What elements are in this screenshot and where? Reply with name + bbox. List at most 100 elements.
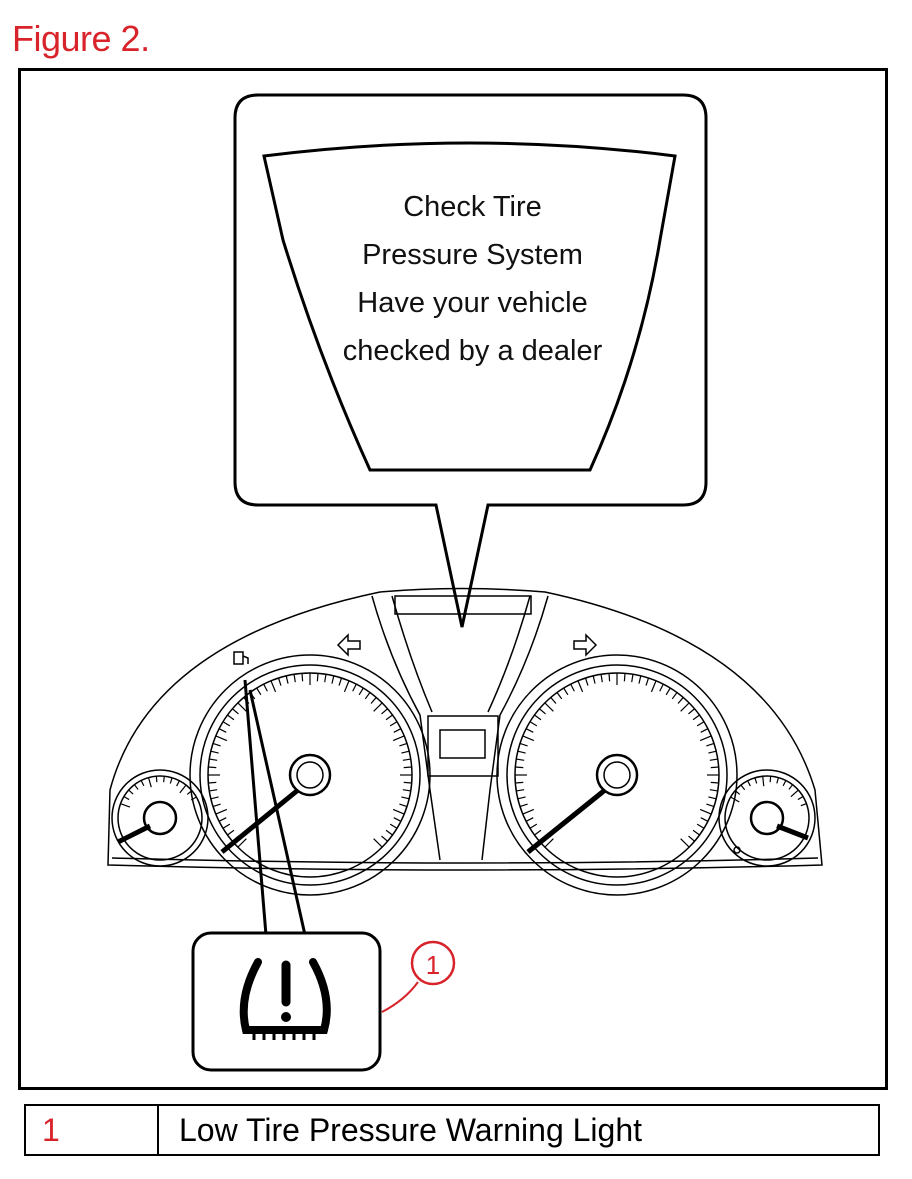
gauge-tick <box>519 803 528 808</box>
gauge-tick <box>700 728 709 733</box>
gauge-tick <box>517 750 526 754</box>
message-line-3: Have your vehicle <box>357 287 588 319</box>
left-turn-signal-icon <box>336 633 361 657</box>
gauge-tick <box>706 803 715 808</box>
gauge-tick <box>401 750 410 754</box>
gauge-tick <box>734 790 741 795</box>
gauge-tick <box>208 766 217 769</box>
gauge-tick <box>797 795 804 801</box>
gauge-tick <box>570 683 575 692</box>
display-screen <box>262 141 677 472</box>
gauge-tick <box>688 708 695 715</box>
gauge-tick <box>392 808 405 815</box>
gauge-tick-marks <box>120 673 807 848</box>
gauge-tick <box>677 697 684 704</box>
gauge-tick <box>692 714 700 721</box>
gauge-tick <box>747 780 751 787</box>
gauge-tick <box>762 776 765 787</box>
gauge-tick <box>128 789 134 795</box>
gauge-tick <box>522 808 535 815</box>
gauge-tick <box>237 702 247 712</box>
gauge-tick <box>120 803 131 808</box>
gauge-tick <box>215 735 228 742</box>
gauge-tick <box>123 795 130 801</box>
gauge-tick <box>163 776 165 783</box>
warning-leader-lines <box>243 679 307 936</box>
message-line-1: Check Tire <box>403 191 542 223</box>
gauge-tick <box>215 808 228 815</box>
gauge-tick <box>539 835 546 842</box>
gauge-tick <box>692 829 700 836</box>
gauge-tick <box>403 766 412 769</box>
gauge-tick <box>699 735 712 742</box>
gauge-tick <box>256 687 262 696</box>
callout-leader-line <box>381 981 419 1013</box>
gauge-tick <box>176 780 180 787</box>
gauge-tick <box>389 721 398 727</box>
callout-marker <box>410 940 456 986</box>
gauge-tick <box>608 673 611 682</box>
gauge-tick <box>525 728 534 733</box>
gauge-tick <box>659 683 664 692</box>
gauge-tick <box>708 796 717 800</box>
gauge-tick <box>358 687 364 696</box>
gauge-tick <box>147 777 152 788</box>
gauge-tick <box>385 714 393 721</box>
gauge-tick <box>645 677 650 686</box>
gauge-tick <box>373 702 383 712</box>
gauge-tick <box>227 714 235 721</box>
gauge-tick <box>218 728 227 733</box>
gauge-tick <box>696 823 705 829</box>
gauge-tick <box>534 829 542 836</box>
gauge-tick <box>169 777 173 784</box>
gauge-tick <box>600 674 603 683</box>
gauge-tick <box>577 680 584 693</box>
gauge-tick <box>270 680 277 693</box>
gauge-tick <box>285 675 289 684</box>
gauge-tick <box>392 735 405 742</box>
gauge-tick <box>232 708 239 715</box>
gauge-tick <box>592 675 596 684</box>
gauge-tick <box>544 838 554 848</box>
gauge-tick <box>186 790 193 795</box>
gauge-tick <box>790 789 799 798</box>
gauge-tick <box>263 683 268 692</box>
gauge-tick <box>399 803 408 808</box>
gauge-tick <box>709 758 718 761</box>
gauge-tick <box>343 680 350 693</box>
gauge-tick <box>709 789 718 792</box>
gauge-tick <box>208 781 217 784</box>
gauge-tick <box>403 781 412 784</box>
gauge-tick <box>227 829 235 836</box>
gauge-tick <box>393 728 402 733</box>
gauge-tick <box>190 796 197 801</box>
gauge-tick <box>402 758 411 761</box>
gauge-tick <box>155 776 158 783</box>
gauge-tick <box>212 803 221 808</box>
gauge-tick <box>680 702 690 712</box>
gauge-tick <box>556 692 563 700</box>
gauge-tick <box>293 674 296 683</box>
gauge-tick <box>301 673 304 682</box>
gauge-tick <box>401 796 410 800</box>
gauge-tick <box>706 742 715 747</box>
gauge-tick <box>534 714 542 721</box>
gauge-tick <box>544 702 554 712</box>
tire-pressure-warning-icon <box>239 958 331 1034</box>
gauge-tick <box>515 766 524 769</box>
gauge-tick <box>222 721 231 727</box>
gauge-tick <box>210 750 219 754</box>
message-line-2: Pressure System <box>362 239 583 271</box>
gauge-tick <box>399 742 408 747</box>
gauge-tick <box>393 817 402 822</box>
gauge-tick <box>529 721 538 727</box>
gauge-tick <box>370 697 377 704</box>
legend-table: 1 Low Tire Pressure Warning Light <box>24 1104 880 1156</box>
gauge-tick <box>209 758 218 761</box>
gauge-tick <box>708 750 717 754</box>
gauge-tick <box>740 784 746 791</box>
warning-exclamation-dot <box>281 1012 291 1022</box>
tire-tread <box>252 1033 316 1040</box>
instrument-cluster <box>107 587 823 896</box>
